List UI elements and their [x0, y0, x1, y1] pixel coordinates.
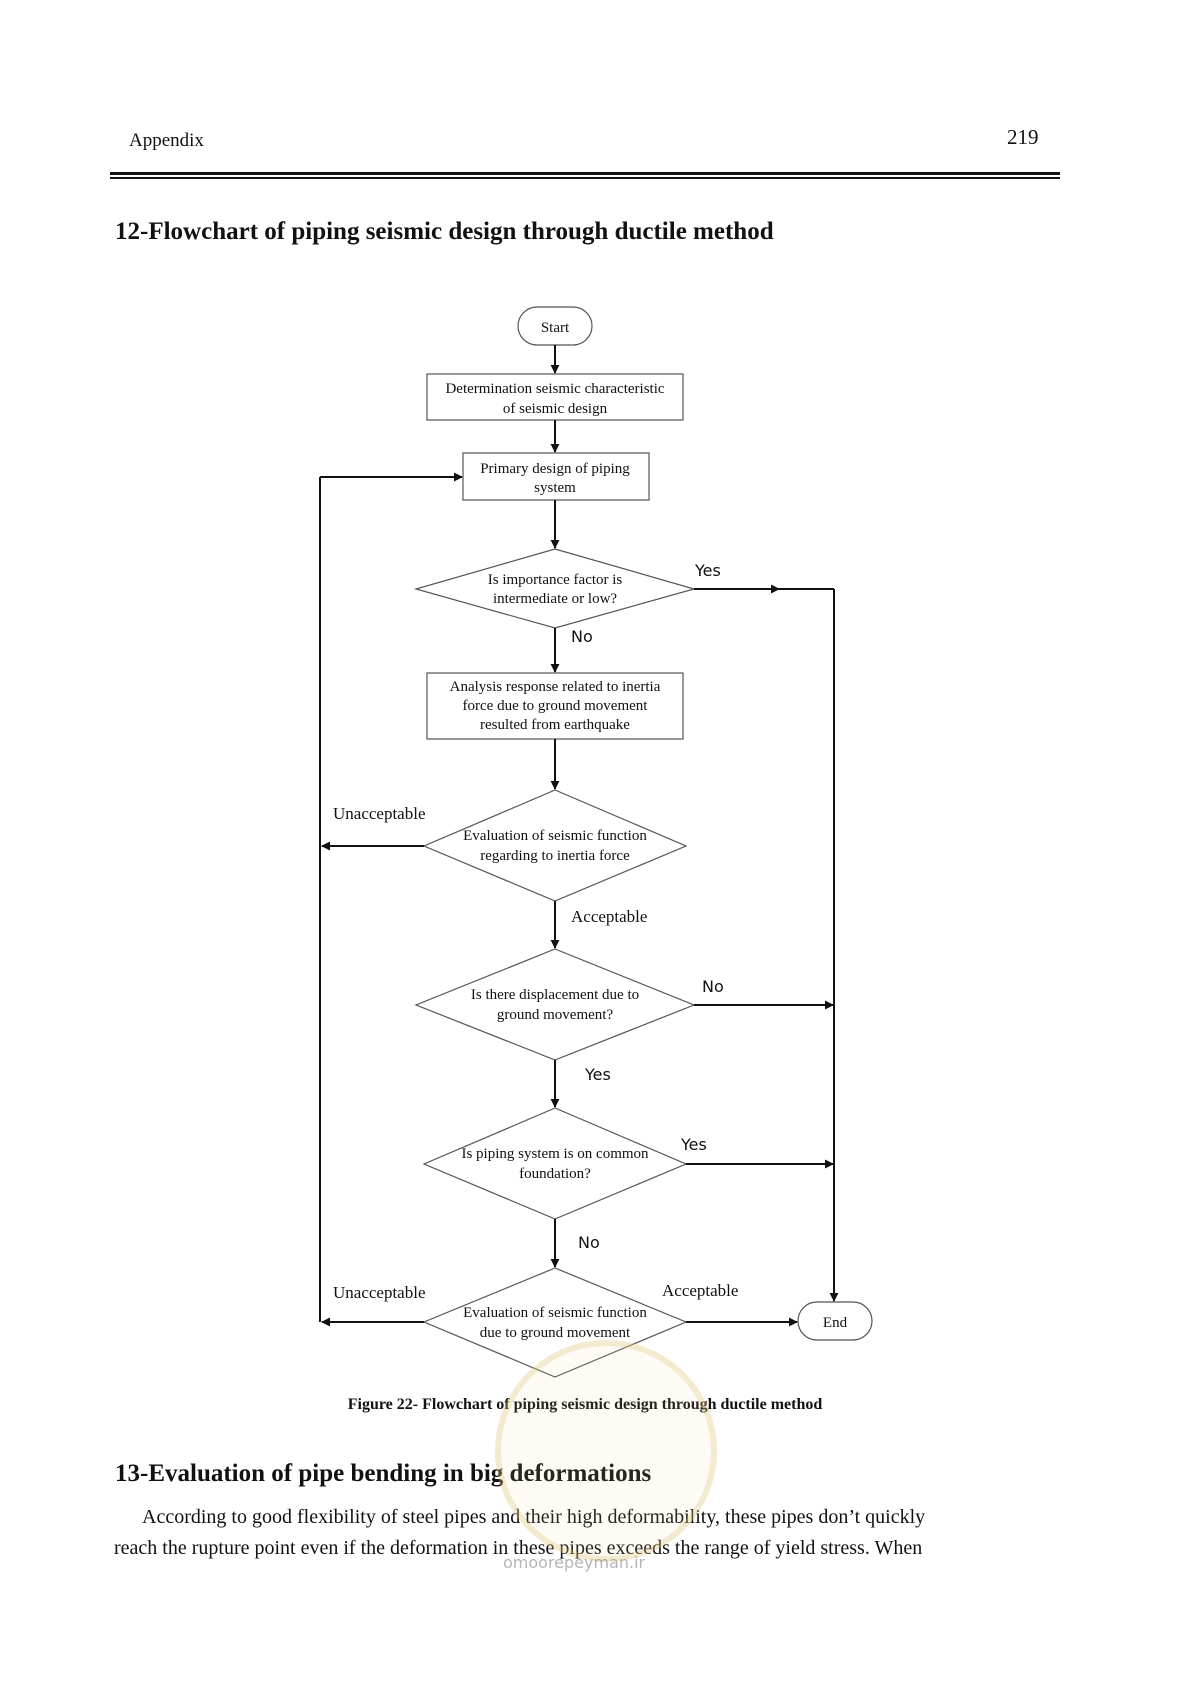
- box3-line1: Analysis response related to inertia: [450, 679, 661, 695]
- decision-common-foundation: [422, 1107, 688, 1220]
- diamond2-line1: Evaluation of seismic function: [463, 828, 647, 844]
- box3-line3: resulted from earthquake: [480, 717, 630, 733]
- box1-line1: Determination seismic characteristic: [445, 381, 664, 397]
- header-rule-thin: [110, 177, 1060, 179]
- label-diamond2-acceptable: Acceptable: [571, 907, 647, 926]
- process-box-seismic-characteristic: [426, 373, 684, 421]
- decision-inertia-evaluation: [422, 789, 688, 902]
- diamond3-line2: ground movement?: [497, 1007, 614, 1023]
- label-diamond3-no: No: [702, 977, 724, 996]
- label-diamond2-unacceptable: Unacceptable: [333, 804, 426, 823]
- label-diamond1-yes: Yes: [694, 561, 721, 580]
- label-diamond4-no: No: [578, 1233, 600, 1252]
- running-header: Appendix: [129, 130, 204, 151]
- end-terminal: [797, 1301, 873, 1341]
- paragraph-line: reach the rupture point even if the defo…: [114, 1537, 923, 1559]
- box2-line2: system: [534, 480, 576, 496]
- process-box-analysis-response: [426, 672, 684, 740]
- watermark-seal: [495, 1340, 717, 1562]
- label-diamond3-yes: Yes: [584, 1065, 611, 1084]
- label-diamond1-no: No: [571, 627, 593, 646]
- process-box-primary-design: [462, 452, 650, 501]
- flowchart: Start Determination seismic characterist…: [319, 306, 873, 1378]
- box1-line2: of seismic design: [503, 401, 608, 417]
- decision-displacement: [414, 948, 696, 1061]
- label-diamond5-unacceptable: Unacceptable: [333, 1283, 426, 1302]
- section-heading: 12-Flowchart of piping seismic design th…: [115, 218, 774, 245]
- diamond5-line1: Evaluation of seismic function: [463, 1305, 647, 1321]
- decision-importance-factor: [413, 548, 697, 629]
- diamond4-line1: Is piping system is on common: [461, 1146, 649, 1162]
- diamond5-line2: due to ground movement: [480, 1325, 631, 1341]
- label-diamond4-yes: Yes: [680, 1135, 707, 1154]
- diamond2-line2: regarding to inertia force: [480, 848, 630, 864]
- box3-line2: force due to ground movement: [463, 698, 649, 714]
- label-diamond5-acceptable: Acceptable: [662, 1281, 738, 1300]
- diamond3-line1: Is there displacement due to: [471, 987, 639, 1003]
- end-label: End: [823, 1315, 848, 1331]
- diamond4-line2: foundation?: [519, 1166, 591, 1182]
- header-rule: [110, 172, 1060, 175]
- box2-line1: Primary design of piping: [480, 461, 630, 477]
- watermark-url: omoorepeyman.ir: [503, 1553, 646, 1572]
- diamond1-line2: intermediate or low?: [493, 591, 617, 607]
- diamond1-line1: Is importance factor is: [488, 572, 623, 588]
- page-number: 219: [1007, 125, 1039, 149]
- start-label: Start: [541, 320, 570, 336]
